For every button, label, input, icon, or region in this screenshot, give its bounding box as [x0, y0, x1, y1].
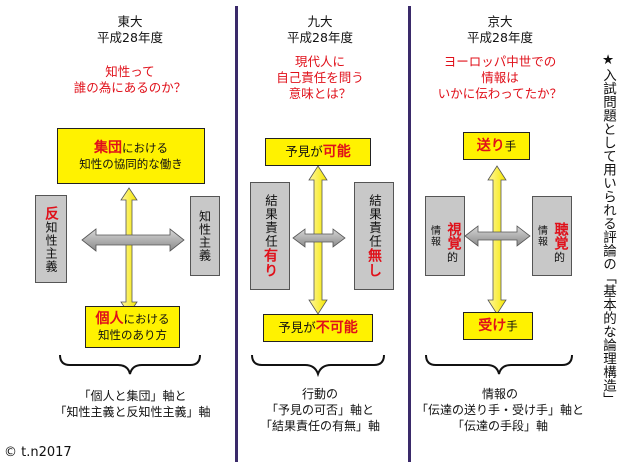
col1-top-box-text: における	[122, 141, 168, 155]
col1-caption: 「個人と集団」軸と 「知性主義と反知性主義」軸	[40, 388, 225, 420]
col3-bottom-box: 受け手	[463, 312, 533, 340]
col2-right-box: 結果責任無し	[354, 182, 394, 290]
col1-bottom-box: 個人における 知性のあり方	[85, 306, 180, 348]
col2-right-box-highlight: 無し	[366, 248, 382, 278]
col3-top-box-highlight: 送り	[476, 138, 505, 154]
col2-header: 九大 平成28年度	[250, 14, 390, 46]
col1-left-box: 反知性主義	[35, 195, 67, 283]
col1-left-box-text: 知性主義	[44, 220, 58, 273]
col1-question-line2: 誰の為にあるのか？	[73, 80, 187, 95]
col1-bottom-box-line2: 知性のあり方	[98, 328, 167, 342]
col1-header: 東大 平成28年度	[60, 14, 200, 46]
col1-caption-line1: 「個人と集団」軸と	[78, 389, 187, 403]
col2-caption: 行動の 「予見の可否」軸と 「結果責任の有無」軸	[240, 386, 400, 434]
col1-top-box: 集団における 知性の協同的な働き	[57, 128, 205, 184]
col2-left-box-highlight: 有り	[262, 248, 278, 278]
col1-bottom-box-highlight: 個人	[95, 311, 124, 327]
col1-right-box: 知性主義	[190, 196, 220, 276]
col1-univ: 東大	[117, 14, 143, 29]
col3-left-box-highlight: 視覚	[445, 222, 462, 250]
col2-question-line2: 自己責任を問う	[276, 70, 364, 85]
col1-bottom-box-text: における	[123, 312, 170, 326]
col2-left-box: 結果責任有り	[250, 182, 290, 290]
col3-left-box-small: 情報	[428, 225, 440, 247]
col2-question-line3: 意味とは？	[288, 86, 352, 101]
col1-left-box-highlight: 反	[43, 205, 59, 221]
col3-left-box-text: 的	[447, 251, 458, 264]
col3-caption: 情報の 「伝達の送り手・受け手」軸と 「伝達の手段」軸	[410, 386, 590, 434]
col1-right-box-text: 知性主義	[197, 210, 212, 262]
col2-caption-line1: 行動の	[301, 387, 338, 401]
col2-bottom-box-highlight: 不可能	[315, 320, 358, 336]
col3-univ: 京大	[487, 14, 513, 29]
col2-question-line1: 現代人に	[294, 54, 345, 69]
col2-top-box-highlight: 可能	[322, 144, 351, 160]
col3-right-box: 聴覚 情報 的	[532, 196, 572, 276]
col2-year: 平成28年度	[287, 30, 353, 45]
col2-top-box-text: 予見が	[285, 144, 323, 159]
col3-top-box: 送り手	[463, 132, 530, 160]
side-title: ★入試問題として用いられる評論の「基本的な論理構造」	[600, 52, 616, 406]
col3-top-box-text: 手	[504, 139, 517, 153]
braces	[59, 354, 573, 378]
col3-left-box: 視覚 情報 的	[425, 196, 465, 276]
col2-caption-line3: 「結果責任の有無」軸	[259, 419, 380, 433]
col2-top-box: 予見が可能	[265, 138, 371, 166]
col1-question-line1: 知性って	[105, 64, 155, 79]
col1-caption-line2: 「知性主義と反知性主義」軸	[54, 405, 211, 419]
col3-right-box-text: 的	[554, 251, 565, 264]
col3-question: ヨーロッパ中世での 情報は いかに伝わってたか？	[414, 54, 586, 102]
col3-year: 平成28年度	[467, 30, 533, 45]
col2-left-box-text: 結果責任	[263, 194, 278, 248]
col3-question-line1: ヨーロッパ中世での	[443, 54, 557, 69]
col3-bottom-box-text: 手	[506, 319, 518, 333]
col3-question-line3: いかに伝わってたか？	[437, 86, 563, 101]
col3-question-line2: 情報は	[481, 70, 519, 85]
col1-top-box-highlight: 集団	[94, 140, 122, 156]
col2-question: 現代人に 自己責任を問う 意味とは？	[240, 54, 400, 102]
col2-bottom-box: 予見が不可能	[263, 314, 373, 342]
col2-caption-line2: 「予見の可否」軸と	[265, 403, 374, 417]
col1-year: 平成28年度	[97, 30, 163, 45]
col3-caption-line2: 「伝達の送り手・受け手」軸と	[415, 403, 584, 417]
col3-right-box-small: 情報	[535, 225, 547, 247]
col2-right-box-text: 結果責任	[367, 194, 382, 248]
copyright: © t.n2017	[4, 445, 72, 460]
col3-caption-line1: 情報の	[481, 387, 518, 401]
col3-bottom-box-highlight: 受け	[478, 318, 507, 334]
col3-horizontal-arrow	[464, 225, 531, 247]
divider-2	[408, 6, 411, 462]
col2-bottom-box-text: 予見が	[278, 320, 316, 335]
col2-univ: 九大	[307, 14, 333, 29]
col1-horizontal-arrow	[81, 228, 185, 252]
divider-1	[235, 6, 238, 462]
col3-right-box-highlight: 聴覚	[552, 222, 569, 250]
col2-horizontal-arrow	[292, 228, 346, 248]
col1-question: 知性って 誰の為にあるのか？	[40, 64, 220, 96]
col3-caption-line3: 「伝達の手段」軸	[451, 419, 548, 433]
col1-vertical-arrow	[120, 187, 138, 315]
col1-top-box-line2: 知性の協同的な働き	[79, 157, 183, 171]
col3-header: 京大 平成28年度	[430, 14, 570, 46]
